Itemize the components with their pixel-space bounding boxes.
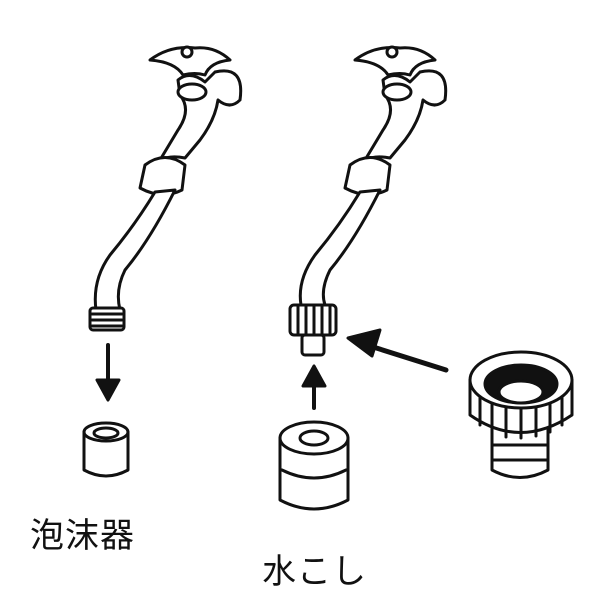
strainer-label: 水こし	[262, 552, 367, 592]
aerator-label: 泡沫器	[30, 516, 135, 556]
hose-adapter-part	[468, 350, 574, 479]
arrow-up-strainer	[301, 364, 327, 410]
faucet-left	[88, 45, 243, 332]
strainer-part	[278, 420, 350, 511]
aerator-part	[82, 421, 130, 478]
faucet-right	[288, 45, 448, 357]
arrow-left-adapter	[346, 328, 449, 373]
arrow-down-left	[95, 343, 121, 402]
